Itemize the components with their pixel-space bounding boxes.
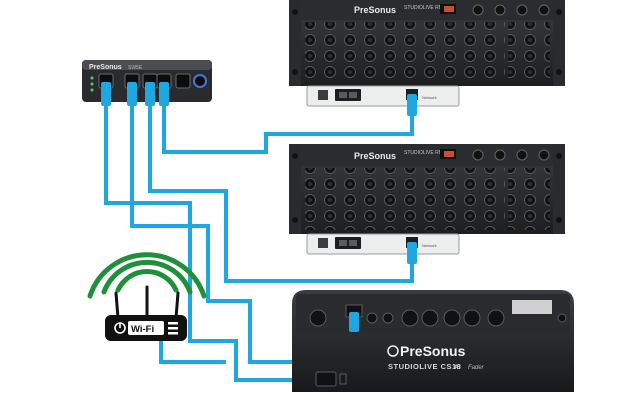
cable-switch-to-router: [104, 106, 318, 382]
rack-middle-outputs: [508, 168, 550, 230]
switch-model-label: SW5E: [128, 65, 143, 71]
rack-middle-network-label: Network: [422, 243, 437, 248]
ethernet-port-icon: [175, 73, 191, 89]
power-jack-icon: [193, 74, 207, 88]
wifi-router: Wi-Fi: [87, 252, 207, 341]
router-antennas: [114, 285, 180, 320]
presonus-logo-icon: [387, 345, 399, 357]
rack-top-ear-right: [553, 0, 565, 86]
rack-middle-knobs: [472, 149, 550, 161]
rack-top-knobs: [472, 4, 550, 16]
console-model-label: STUDIOLIVE CS18: [388, 362, 461, 371]
console-brand-label: PreSonus: [400, 343, 466, 359]
rack-middle-ear-right: [553, 144, 565, 234]
network-switch: PreSonus SW5E: [82, 60, 212, 106]
console-rear-connectors: [309, 300, 567, 327]
rack-top-ear-left: [289, 0, 301, 86]
cable-switch-to-rack-top: [162, 106, 414, 154]
rack-top-xlr-inputs: [305, 22, 505, 82]
rack-mixer-middle: PreSonus STUDIOLIVE RML32AI Network: [289, 144, 565, 264]
rack-top-outputs: [508, 22, 550, 82]
console-model-suffix: AI: [454, 365, 461, 371]
rack-middle-ear-left: [289, 144, 301, 234]
mixing-console: PreSonus STUDIOLIVE CS18 AI Fader: [292, 290, 574, 392]
wifi-signal-icon: [87, 252, 207, 299]
console-signature: Fader: [468, 365, 485, 371]
rack-top-network-label: Network: [422, 95, 437, 100]
switch-leds: [90, 76, 94, 92]
rack-middle-xlr-inputs: [305, 168, 505, 230]
cable-switch-to-rack-middle: [148, 106, 414, 283]
switch-brand-label: PreSonus: [89, 64, 122, 71]
rack-top-model-label: STUDIOLIVE RML32AI: [404, 5, 456, 11]
cable-router-to-console: [159, 336, 226, 364]
console-power-inlet: [315, 371, 337, 387]
cable-switch-to-console: [130, 106, 305, 364]
rack-mixer-top: PreSonus STUDIOLIVE RML32AI Network: [289, 0, 565, 116]
rack-middle-model-label: STUDIOLIVE RML32AI: [404, 150, 456, 156]
switch-plugs: [101, 82, 169, 106]
router-wifi-label: Wi-Fi: [131, 324, 154, 335]
rack-middle-brand-label: PreSonus: [354, 151, 396, 161]
rack-top-brand-label: PreSonus: [354, 5, 396, 15]
